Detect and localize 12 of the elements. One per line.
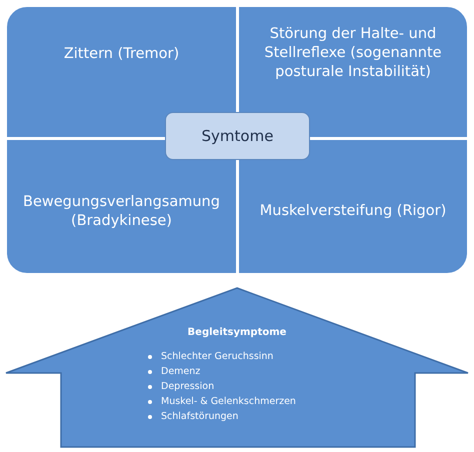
quadrant-text: Zittern (Tremor): [64, 45, 180, 64]
list-item: Schlafstörungen: [161, 411, 238, 422]
list-item: Depression: [161, 381, 214, 392]
quadrant-text: Muskelversteifung (Rigor): [260, 202, 446, 221]
quadrant-text: Bewegungsverlangsamung (Bradykinese): [22, 192, 221, 230]
arrow-heading: Begleitsymptome: [186, 327, 288, 338]
center-text: Symtome: [202, 127, 274, 145]
list-item: Muskel- & Gelenkschmerzen: [161, 396, 296, 407]
center-box: [165, 112, 310, 160]
list-item: Demenz: [161, 366, 200, 377]
list-item: Schlechter Geruchssinn: [161, 351, 274, 362]
quadrant-text: Störung der Halte- und Stellreflexe (sogenannte posturale Instabilität): [263, 25, 443, 82]
